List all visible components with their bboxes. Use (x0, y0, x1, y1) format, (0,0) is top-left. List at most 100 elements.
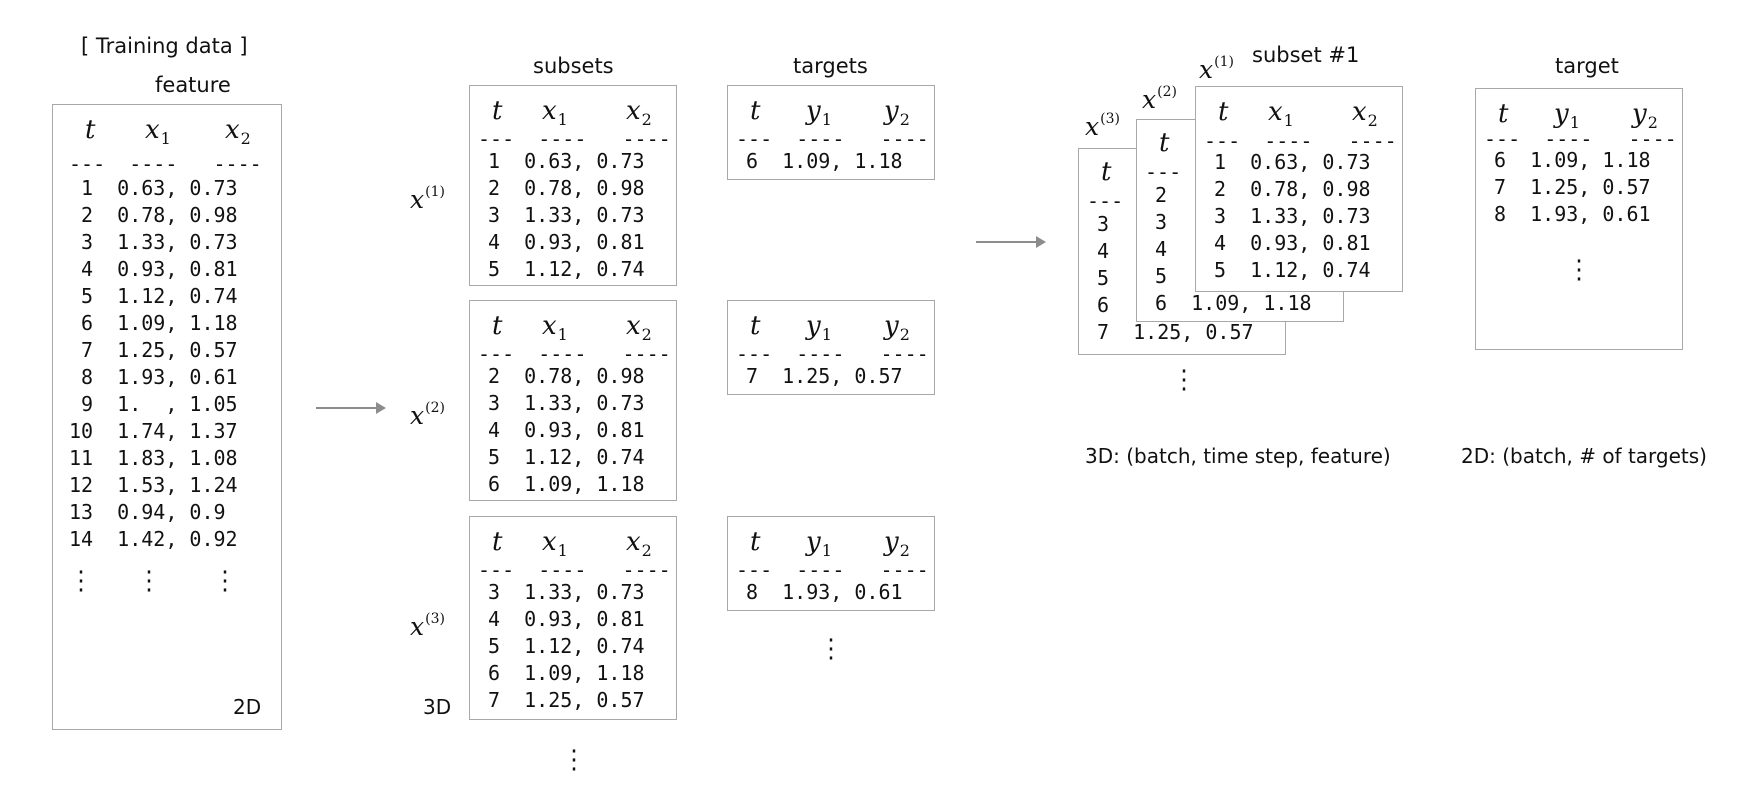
col-header-t: t (492, 527, 503, 557)
caption-3d: 3D: (batch, time step, feature) (1085, 444, 1391, 468)
table-row: 3 1.33, 0.73 (488, 391, 645, 415)
col-header-t: t (1498, 99, 1509, 129)
table-row: 7 1.25, 0.57 (1494, 175, 1651, 199)
subset-rows: 3 1.33, 0.73 4 0.93, 0.81 5 1.12, 0.74 6… (488, 579, 645, 714)
table-row: 3 1.33, 0.73 (488, 580, 645, 604)
table-row: 4 0.93, 0.81 (1214, 231, 1371, 255)
table-row: 4 (1097, 239, 1110, 263)
table-row: 1 0.63, 0.73 (488, 149, 645, 173)
subset-table-2: t x1 x2 --- ---- ---- 2 0.78, 0.98 3 1.3… (469, 300, 677, 501)
table-row: 3 1.33, 0.73 (69, 230, 238, 254)
stack-ellipsis: · · · (1177, 359, 1191, 401)
table-row: 2 0.78, 0.98 (488, 364, 645, 388)
header-separator: --- ---- ---- (69, 152, 262, 176)
col-header-x1: x1 (542, 96, 568, 129)
subsets-title: subsets (533, 54, 614, 78)
stack-label-x1: x(1) (1199, 54, 1234, 84)
col-header-t: t (492, 96, 503, 126)
target-rows: 6 1.09, 1.18 7 1.25, 0.57 8 1.93, 0.61 (1494, 147, 1651, 228)
table-row: 3 (1097, 212, 1110, 236)
feature-label: feature (155, 73, 231, 97)
header-separator: --- ---- ---- (478, 342, 671, 366)
table-row: 4 0.93, 0.81 (488, 418, 645, 442)
header-separator: --- ---- ---- (1484, 127, 1677, 151)
header-separator: --- ---- ---- (478, 558, 671, 582)
stack-label-x2: x(2) (1142, 84, 1177, 114)
target-table: t y1 y2 --- ---- ---- 6 1.09, 1.18 7 1.2… (1475, 88, 1683, 350)
table-row: 5 1.12, 0.74 (69, 284, 238, 308)
table-row: 13 0.94, 0.9 (69, 500, 226, 524)
dim-label-2d: 2D (233, 695, 262, 719)
dim-label-3d: 3D (423, 695, 452, 719)
table-row: 6 1.09, 1.18 (488, 661, 645, 685)
col-header-t: t (1218, 97, 1229, 127)
table-row: 4 (1155, 237, 1168, 261)
col-header-y1: y1 (806, 527, 832, 560)
table-row: 5 1.12, 0.74 (488, 445, 645, 469)
col-header-t: t (1101, 157, 1112, 187)
table-row: 7 1.25, 0.57 (69, 338, 238, 362)
table-row: 4 0.93, 0.81 (488, 230, 645, 254)
table-row: 5 (1155, 264, 1168, 288)
table-row: 2 0.78, 0.98 (69, 203, 238, 227)
table-row: 5 1.12, 0.74 (488, 634, 645, 658)
ellipsis-t: · · · (74, 560, 88, 602)
training-data-title: [ Training data ] (81, 34, 248, 58)
col-header-y2: y2 (1632, 99, 1658, 132)
subset-label-x1: x(1) (410, 184, 445, 214)
table-row: 8 1.93, 0.61 (69, 365, 238, 389)
col-header-x2: x2 (626, 311, 652, 344)
col-header-t: t (1159, 128, 1170, 158)
table-row: 5 1.12, 0.74 (488, 257, 645, 281)
table-row: 6 1.09, 1.18 (746, 149, 903, 173)
header-separator: --- ---- ---- (1204, 129, 1397, 153)
subset-rows: 2 0.78, 0.98 3 1.33, 0.73 4 0.93, 0.81 5… (488, 363, 645, 498)
target-table-3: t y1 y2 --- ---- ---- 8 1.93, 0.61 (727, 516, 935, 611)
table-row: 5 1.12, 0.74 (1214, 258, 1371, 282)
subset-table-3: t x1 x2 --- ---- ---- 3 1.33, 0.73 4 0.9… (469, 516, 677, 720)
col-header-y1: y1 (1554, 99, 1580, 132)
table-row: 4 0.93, 0.81 (488, 607, 645, 631)
target-rows: 8 1.93, 0.61 (746, 579, 903, 606)
subset-table-1: t x1 x2 --- ---- ---- 1 0.63, 0.73 2 0.7… (469, 85, 677, 286)
table-row: 9 1. , 1.05 (69, 392, 238, 416)
stack-layer-front: t x1 x2 --- ---- ---- 1 0.63, 0.73 2 0.7… (1195, 86, 1403, 292)
header-separator: --- ---- ---- (736, 342, 929, 366)
table-row: 6 1.09, 1.18 (1494, 148, 1651, 172)
table-row: 11 1.83, 1.08 (69, 446, 238, 470)
col-header-y2: y2 (884, 96, 910, 129)
col-header-x1: x1 (1268, 97, 1294, 130)
col-header-y2: y2 (884, 311, 910, 344)
col-header-y1: y1 (806, 311, 832, 344)
col-header-t: t (750, 96, 761, 126)
table-row: 12 1.53, 1.24 (69, 473, 238, 497)
col-header-x1: x1 (145, 115, 171, 148)
col-header-x2: x2 (1352, 97, 1378, 130)
subset-rows: 1 0.63, 0.73 2 0.78, 0.98 3 1.33, 0.73 4… (488, 148, 645, 283)
table-row: 2 0.78, 0.98 (488, 176, 645, 200)
table-row: 1 0.63, 0.73 (1214, 150, 1371, 174)
table-row: 1 0.63, 0.73 (69, 176, 238, 200)
col-header-x2: x2 (225, 115, 251, 148)
table-row: 5 (1097, 266, 1110, 290)
table-row: 2 (1155, 183, 1168, 207)
table-row: 7 1.25, 0.57 (746, 364, 903, 388)
arrow-right (316, 402, 386, 414)
target-table-2: t y1 y2 --- ---- ---- 7 1.25, 0.57 (727, 300, 935, 395)
target-rows: 6 1.09, 1.18 (746, 148, 903, 175)
table-row: 6 (1097, 293, 1110, 317)
stack-front-rows: 1 0.63, 0.73 2 0.78, 0.98 3 1.33, 0.73 4… (1214, 149, 1371, 284)
header-separator: --- ---- ---- (736, 558, 929, 582)
table-row: 14 1.42, 0.92 (69, 527, 238, 551)
header-separator: --- (1087, 189, 1124, 213)
col-header-y2: y2 (884, 527, 910, 560)
subset-title: subset #1 (1252, 43, 1360, 67)
targets-title: targets (793, 54, 868, 78)
table-row: 3 1.33, 0.73 (1214, 204, 1371, 228)
ellipsis-x2: · · · (218, 560, 232, 602)
table-row: 3 (1155, 210, 1168, 234)
header-separator: --- (1145, 160, 1182, 184)
col-header-t: t (750, 527, 761, 557)
table-row: 7 1.25, 0.57 (488, 688, 645, 712)
training-data-rows: 1 0.63, 0.73 2 0.78, 0.98 3 1.33, 0.73 4… (69, 175, 238, 553)
